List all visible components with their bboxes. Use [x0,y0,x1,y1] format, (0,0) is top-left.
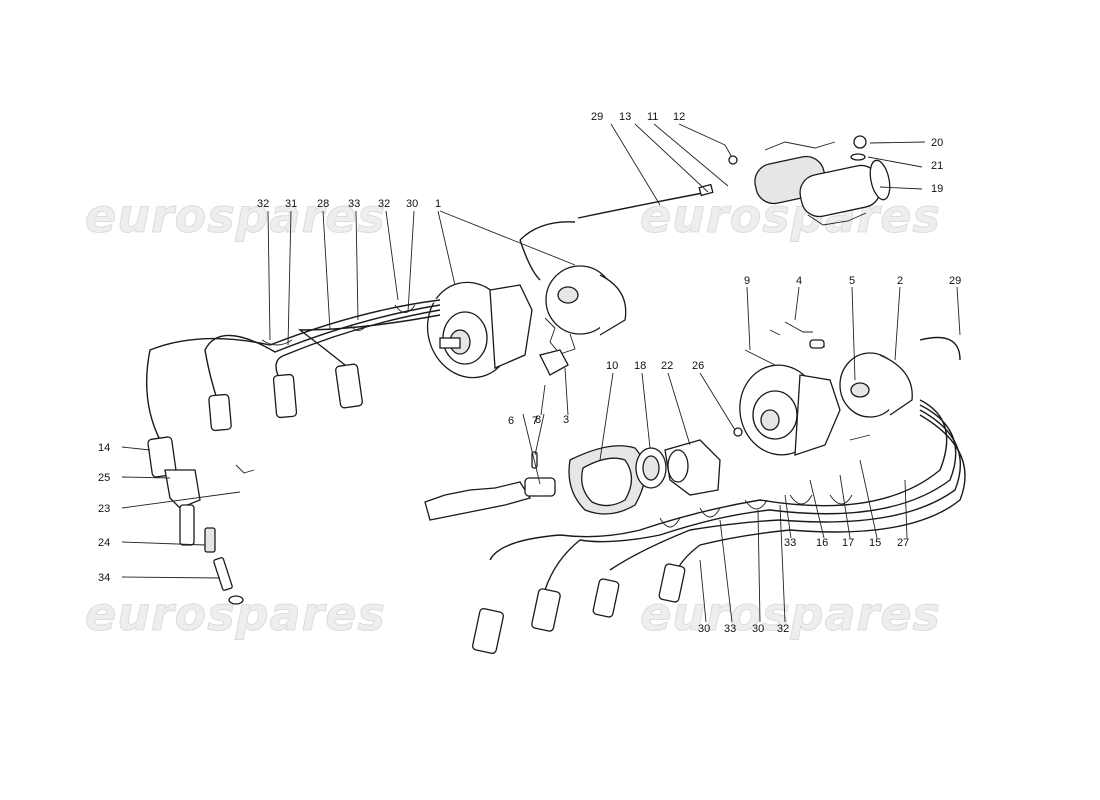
callout-26: 26 [692,360,704,372]
callout-27: 27 [897,537,909,549]
callout-13: 13 [619,111,631,123]
leader-lines [121,123,961,623]
callout-33: 33 [724,623,736,635]
callout-8: 8 [535,414,541,426]
callout-32: 32 [257,198,269,210]
callout-33: 33 [348,198,360,210]
callout-21: 21 [931,160,943,172]
callout-34: 34 [98,572,110,584]
ht-leads-left [144,239,541,605]
callout-1: 1 [435,198,441,210]
callout-19: 19 [931,183,943,195]
distributor-right [739,321,913,456]
callout-23: 23 [98,503,110,515]
watermark-text: eurospares [640,587,941,641]
callout-20: 20 [931,137,943,149]
callout-24: 24 [98,537,110,549]
callout-11: 11 [647,111,658,123]
callout-22: 22 [661,360,673,372]
callout-18: 18 [634,360,646,372]
callout-30: 30 [698,623,710,635]
ht-leads-right [471,336,966,654]
callout-30: 30 [406,198,418,210]
callout-10: 10 [606,360,618,372]
callout-32: 32 [777,623,789,635]
callout-5: 5 [849,275,855,287]
callout-9: 9 [744,275,750,287]
callout-16: 16 [816,537,828,549]
callout-31: 31 [285,198,297,210]
drive-assembly [424,427,743,521]
watermark-text: eurospares [85,587,386,641]
ignition-coils [519,135,891,241]
callout-17: 17 [842,537,854,549]
callout-30: 30 [752,623,764,635]
callout-32: 32 [378,198,390,210]
callout-28: 28 [317,198,329,210]
callout-14: 14 [98,442,110,454]
callout-33: 33 [784,537,796,549]
watermark-text: eurospares [85,189,386,243]
callout-4: 4 [796,275,802,287]
callout-12: 12 [673,111,685,123]
distributor-left [426,265,627,379]
callout-3: 3 [563,414,569,426]
callout-25: 25 [98,472,110,484]
callout-6: 6 [508,415,514,427]
callout-labels: 32 31 28 33 32 30 1 29 13 11 12 20 21 19… [98,111,961,635]
callout-29: 29 [591,111,603,123]
callout-2: 2 [897,275,903,287]
callout-29: 29 [949,275,961,287]
callout-7: 7 [532,415,538,427]
callout-15: 15 [869,537,881,549]
